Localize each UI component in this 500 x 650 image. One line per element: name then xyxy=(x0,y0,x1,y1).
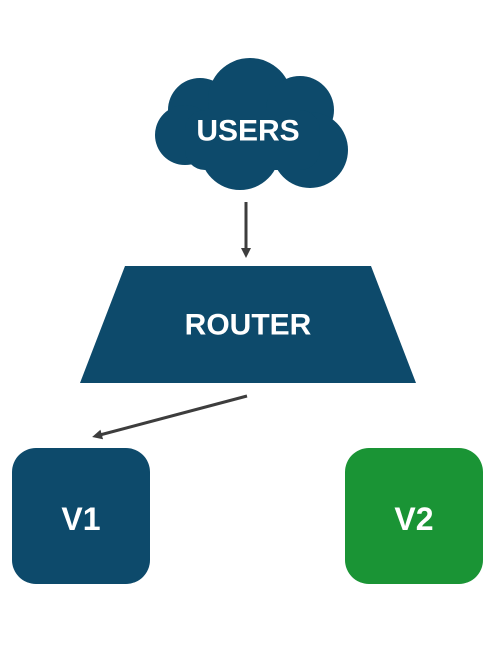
v2-box xyxy=(345,448,483,584)
v1-label: V1 xyxy=(61,501,100,537)
users-label: USERS xyxy=(196,115,299,148)
v1-box xyxy=(12,448,150,584)
router-node: ROUTER xyxy=(80,266,416,383)
cloud-shape xyxy=(155,58,348,190)
router-label: ROUTER xyxy=(185,309,312,342)
arrow-router-to-v1 xyxy=(92,394,248,440)
v2-node: V2 xyxy=(345,448,483,584)
v1-node: V1 xyxy=(12,448,150,584)
users-node: USERS xyxy=(155,58,348,190)
v2-label: V2 xyxy=(394,501,433,537)
router-shape xyxy=(80,266,416,383)
